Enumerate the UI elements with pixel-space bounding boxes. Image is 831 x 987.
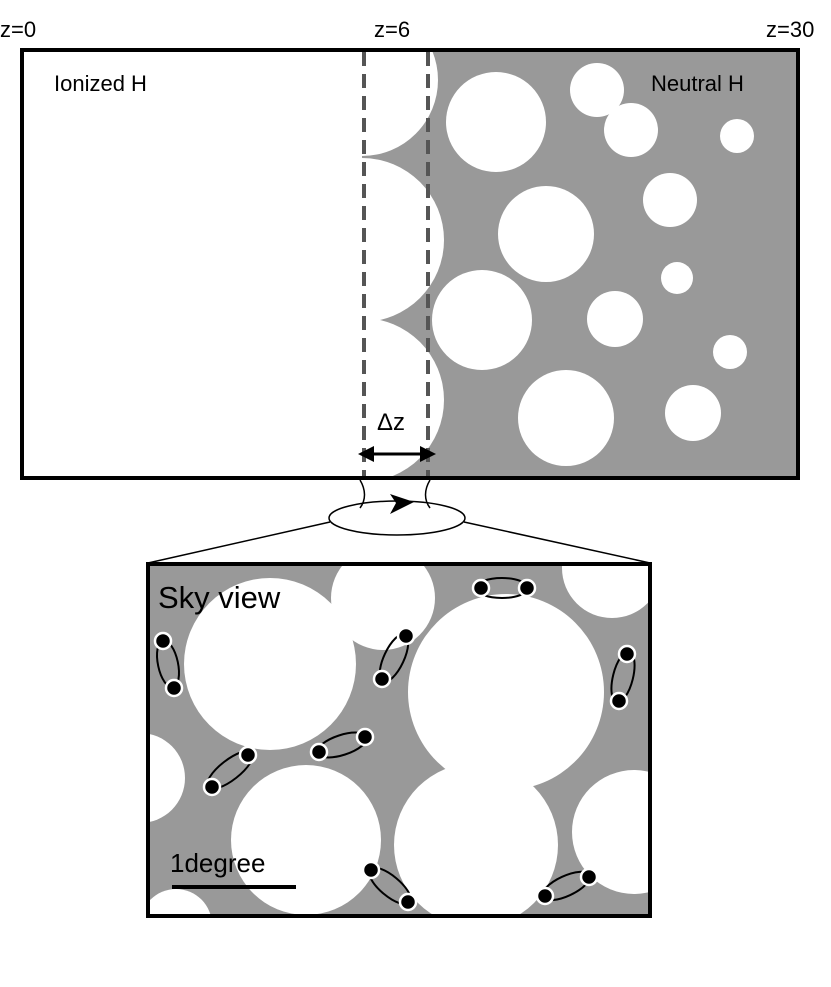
delta-z-arrowhead-right	[420, 446, 436, 462]
galaxy-pair	[609, 644, 637, 711]
galaxy-pair	[361, 860, 418, 912]
rotation-arrow-icon	[390, 494, 414, 514]
ionized-bubble	[446, 72, 546, 172]
ionized-bubble	[432, 270, 532, 370]
neutral-label: Neutral H	[651, 71, 744, 96]
boundary-bubble	[280, 318, 444, 478]
sky-bubble	[148, 889, 211, 916]
ionized-bubble	[518, 370, 614, 466]
z6-label: z=6	[374, 17, 410, 42]
scale-bar-label: 1degree	[170, 848, 265, 878]
ionized-bubble	[643, 173, 697, 227]
ionized-bubble	[587, 291, 643, 347]
ionized-bubble	[661, 262, 693, 294]
z30-label: z=30	[766, 17, 814, 42]
galaxy-pair	[153, 631, 184, 698]
ionized-bubble	[720, 119, 754, 153]
galaxy-pair	[309, 727, 375, 762]
delta-z-label: Δz	[377, 409, 405, 436]
sky-bubble	[394, 763, 558, 916]
ionized-bubble	[604, 103, 658, 157]
ionized-bubble	[713, 335, 747, 369]
ionized-bubbles	[280, 50, 754, 478]
sky-bubble	[184, 578, 356, 750]
ionized-label: Ionized H	[54, 71, 147, 96]
sky-bubble	[562, 564, 650, 618]
ionized-bubble	[498, 186, 594, 282]
sky-bubble	[408, 594, 604, 790]
ionized-bubble	[570, 63, 624, 117]
sky-bubble	[231, 765, 381, 915]
galaxy-pair	[202, 745, 258, 797]
sky-bubble	[572, 770, 650, 894]
sky-view-title: Sky view	[158, 580, 281, 615]
light-cone-panel	[22, 50, 798, 478]
sky-bubble	[148, 733, 185, 823]
z0-label: z=0	[0, 17, 36, 42]
delta-z-arrowhead-left	[358, 446, 374, 462]
galaxy-pair	[372, 626, 416, 689]
galaxy-pair	[471, 577, 537, 599]
galaxy-pair	[535, 867, 599, 906]
sky-view-panel	[148, 564, 650, 916]
cross-section-connector	[147, 479, 651, 564]
galaxy-pairs	[153, 577, 637, 912]
ionized-bubble	[665, 385, 721, 441]
light-cone-border	[20, 48, 800, 480]
sky-bubble	[331, 564, 435, 650]
sky-view-border	[146, 562, 652, 918]
